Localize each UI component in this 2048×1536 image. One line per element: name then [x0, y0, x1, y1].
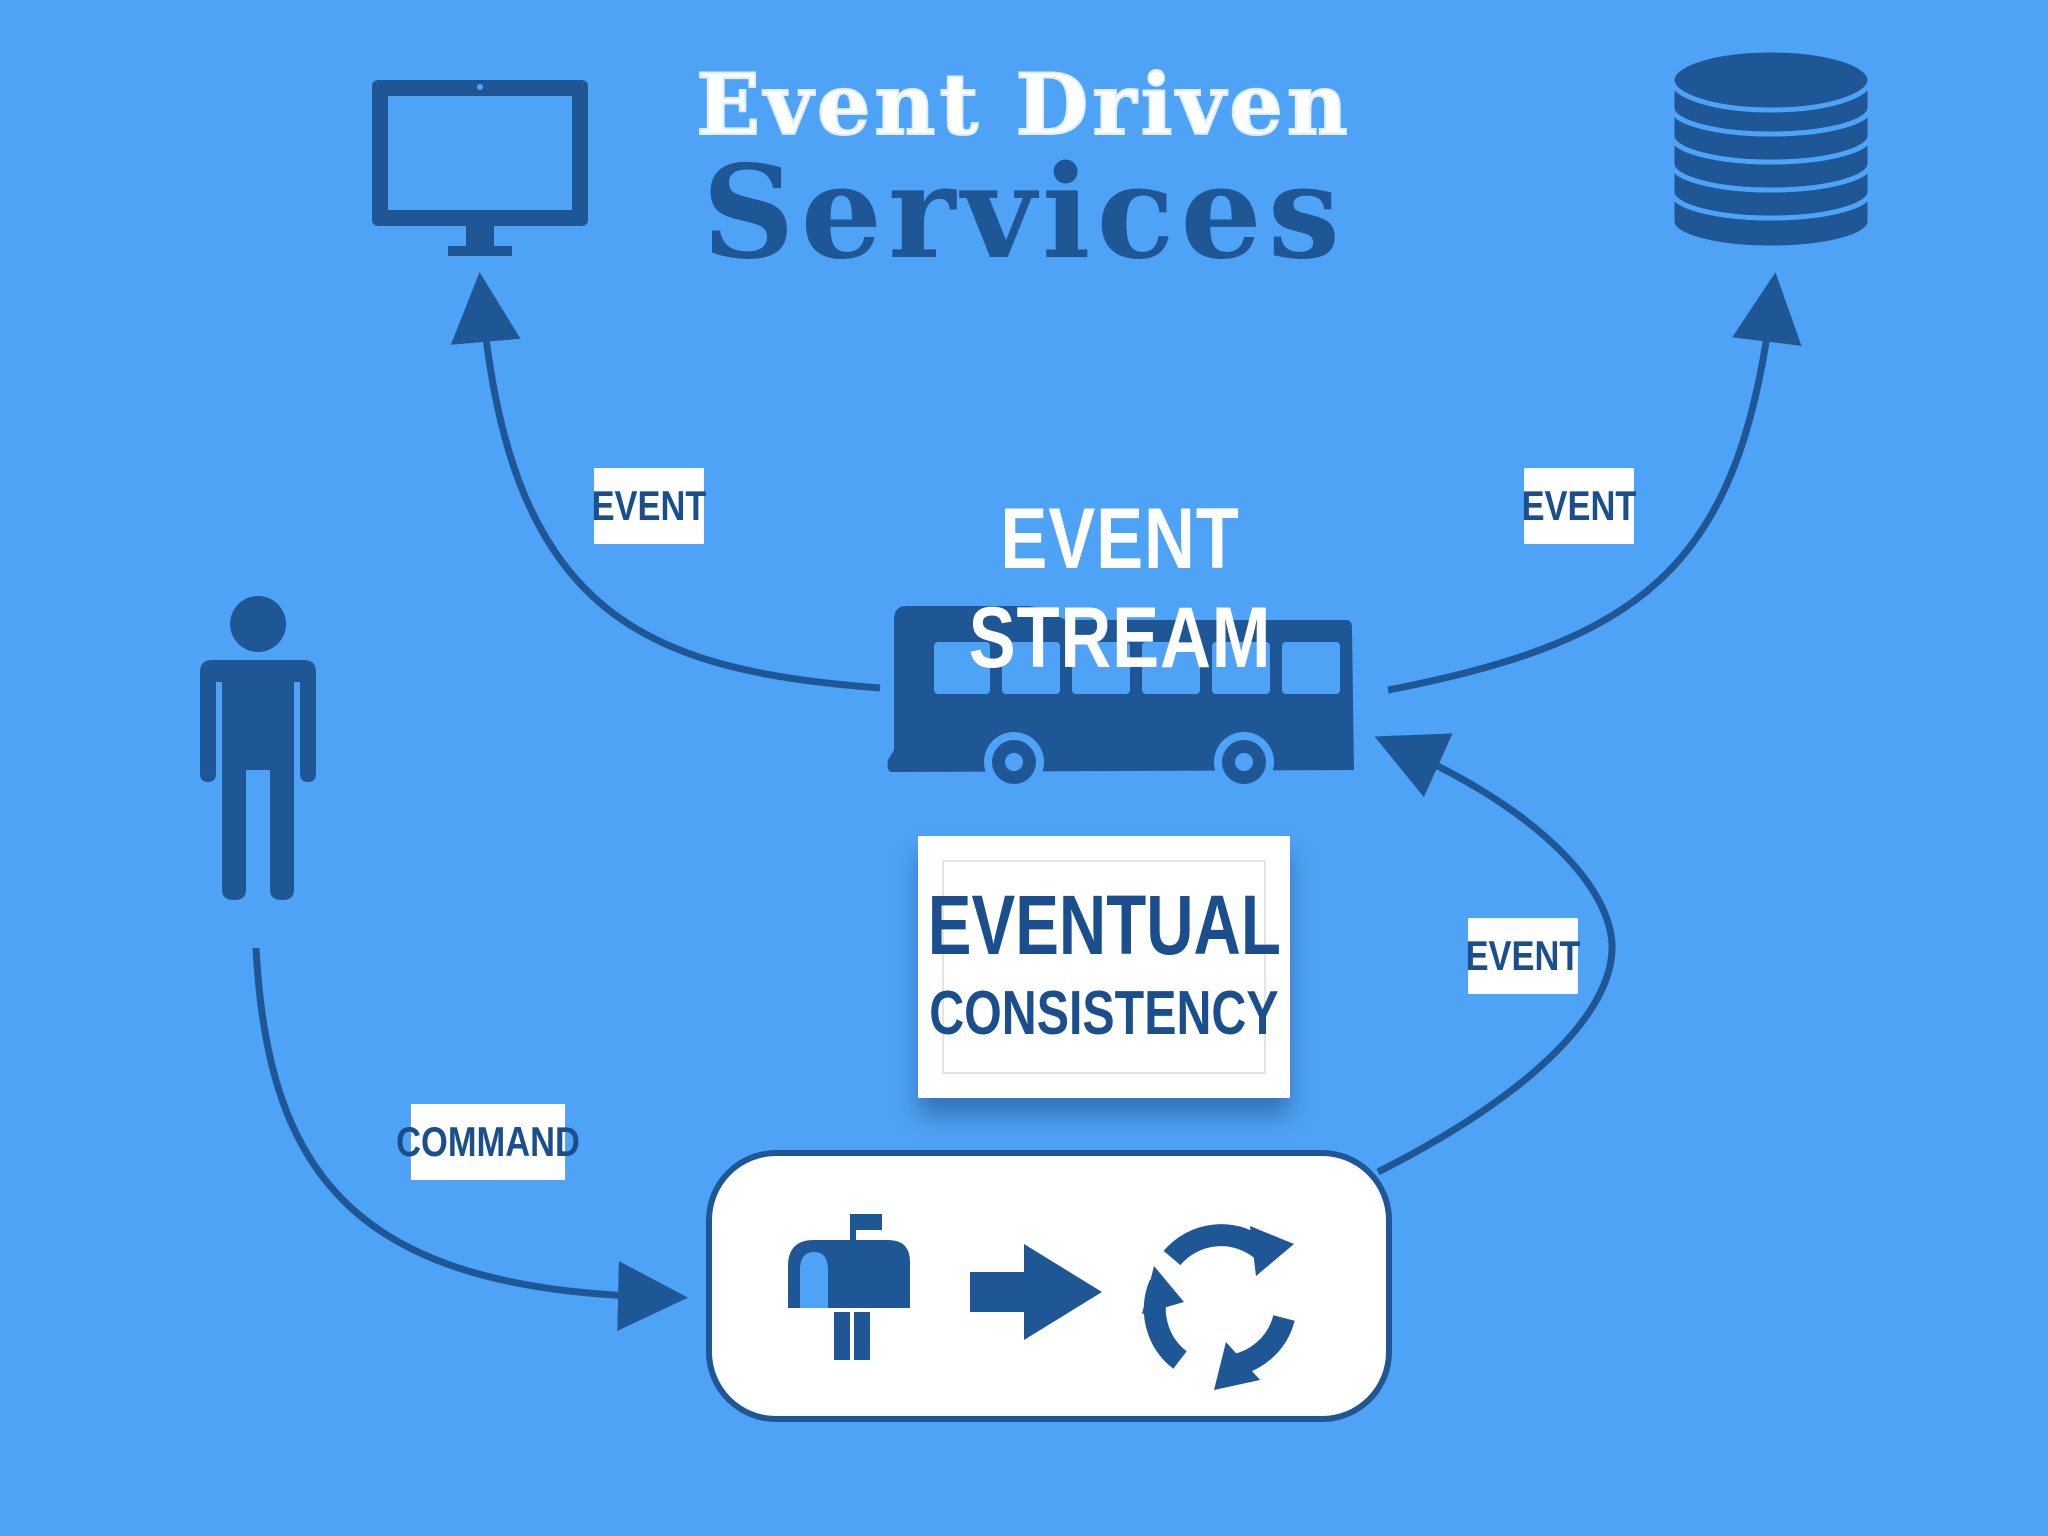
arrow-bus-to-database	[1387, 272, 1802, 694]
arrow-person-to-service	[252, 947, 688, 1331]
database-icon	[1669, 47, 1873, 251]
event-label-right: EVENT	[1522, 468, 1636, 544]
title-line-2: Services	[702, 138, 1346, 288]
person-icon	[200, 596, 316, 900]
service-box	[706, 1150, 1392, 1422]
title-line-1: Event Driven	[695, 54, 1352, 155]
cycle-arrows-icon	[1142, 1224, 1295, 1390]
event-label-lower: EVENT	[1466, 918, 1580, 994]
consistency-text: CONSISTENCY	[929, 978, 1279, 1048]
right-arrow-icon	[970, 1244, 1102, 1340]
eventual-consistency-frame: EVENTUAL CONSISTENCY	[927, 860, 1281, 1074]
eventual-text: EVENTUAL	[927, 877, 1281, 972]
event-label-left: EVENT	[592, 468, 706, 544]
command-label: COMMAND	[396, 1104, 580, 1180]
arrow-service-to-bus	[1374, 733, 1616, 1176]
event-stream-title: EVENT STREAM	[968, 491, 1272, 686]
bus-icon	[887, 606, 1354, 792]
monitor-icon	[372, 80, 588, 256]
arrow-bus-to-monitor	[450, 272, 881, 692]
mailbox-icon	[788, 1214, 910, 1360]
eventual-consistency-card: EVENTUAL CONSISTENCY	[918, 836, 1290, 1098]
